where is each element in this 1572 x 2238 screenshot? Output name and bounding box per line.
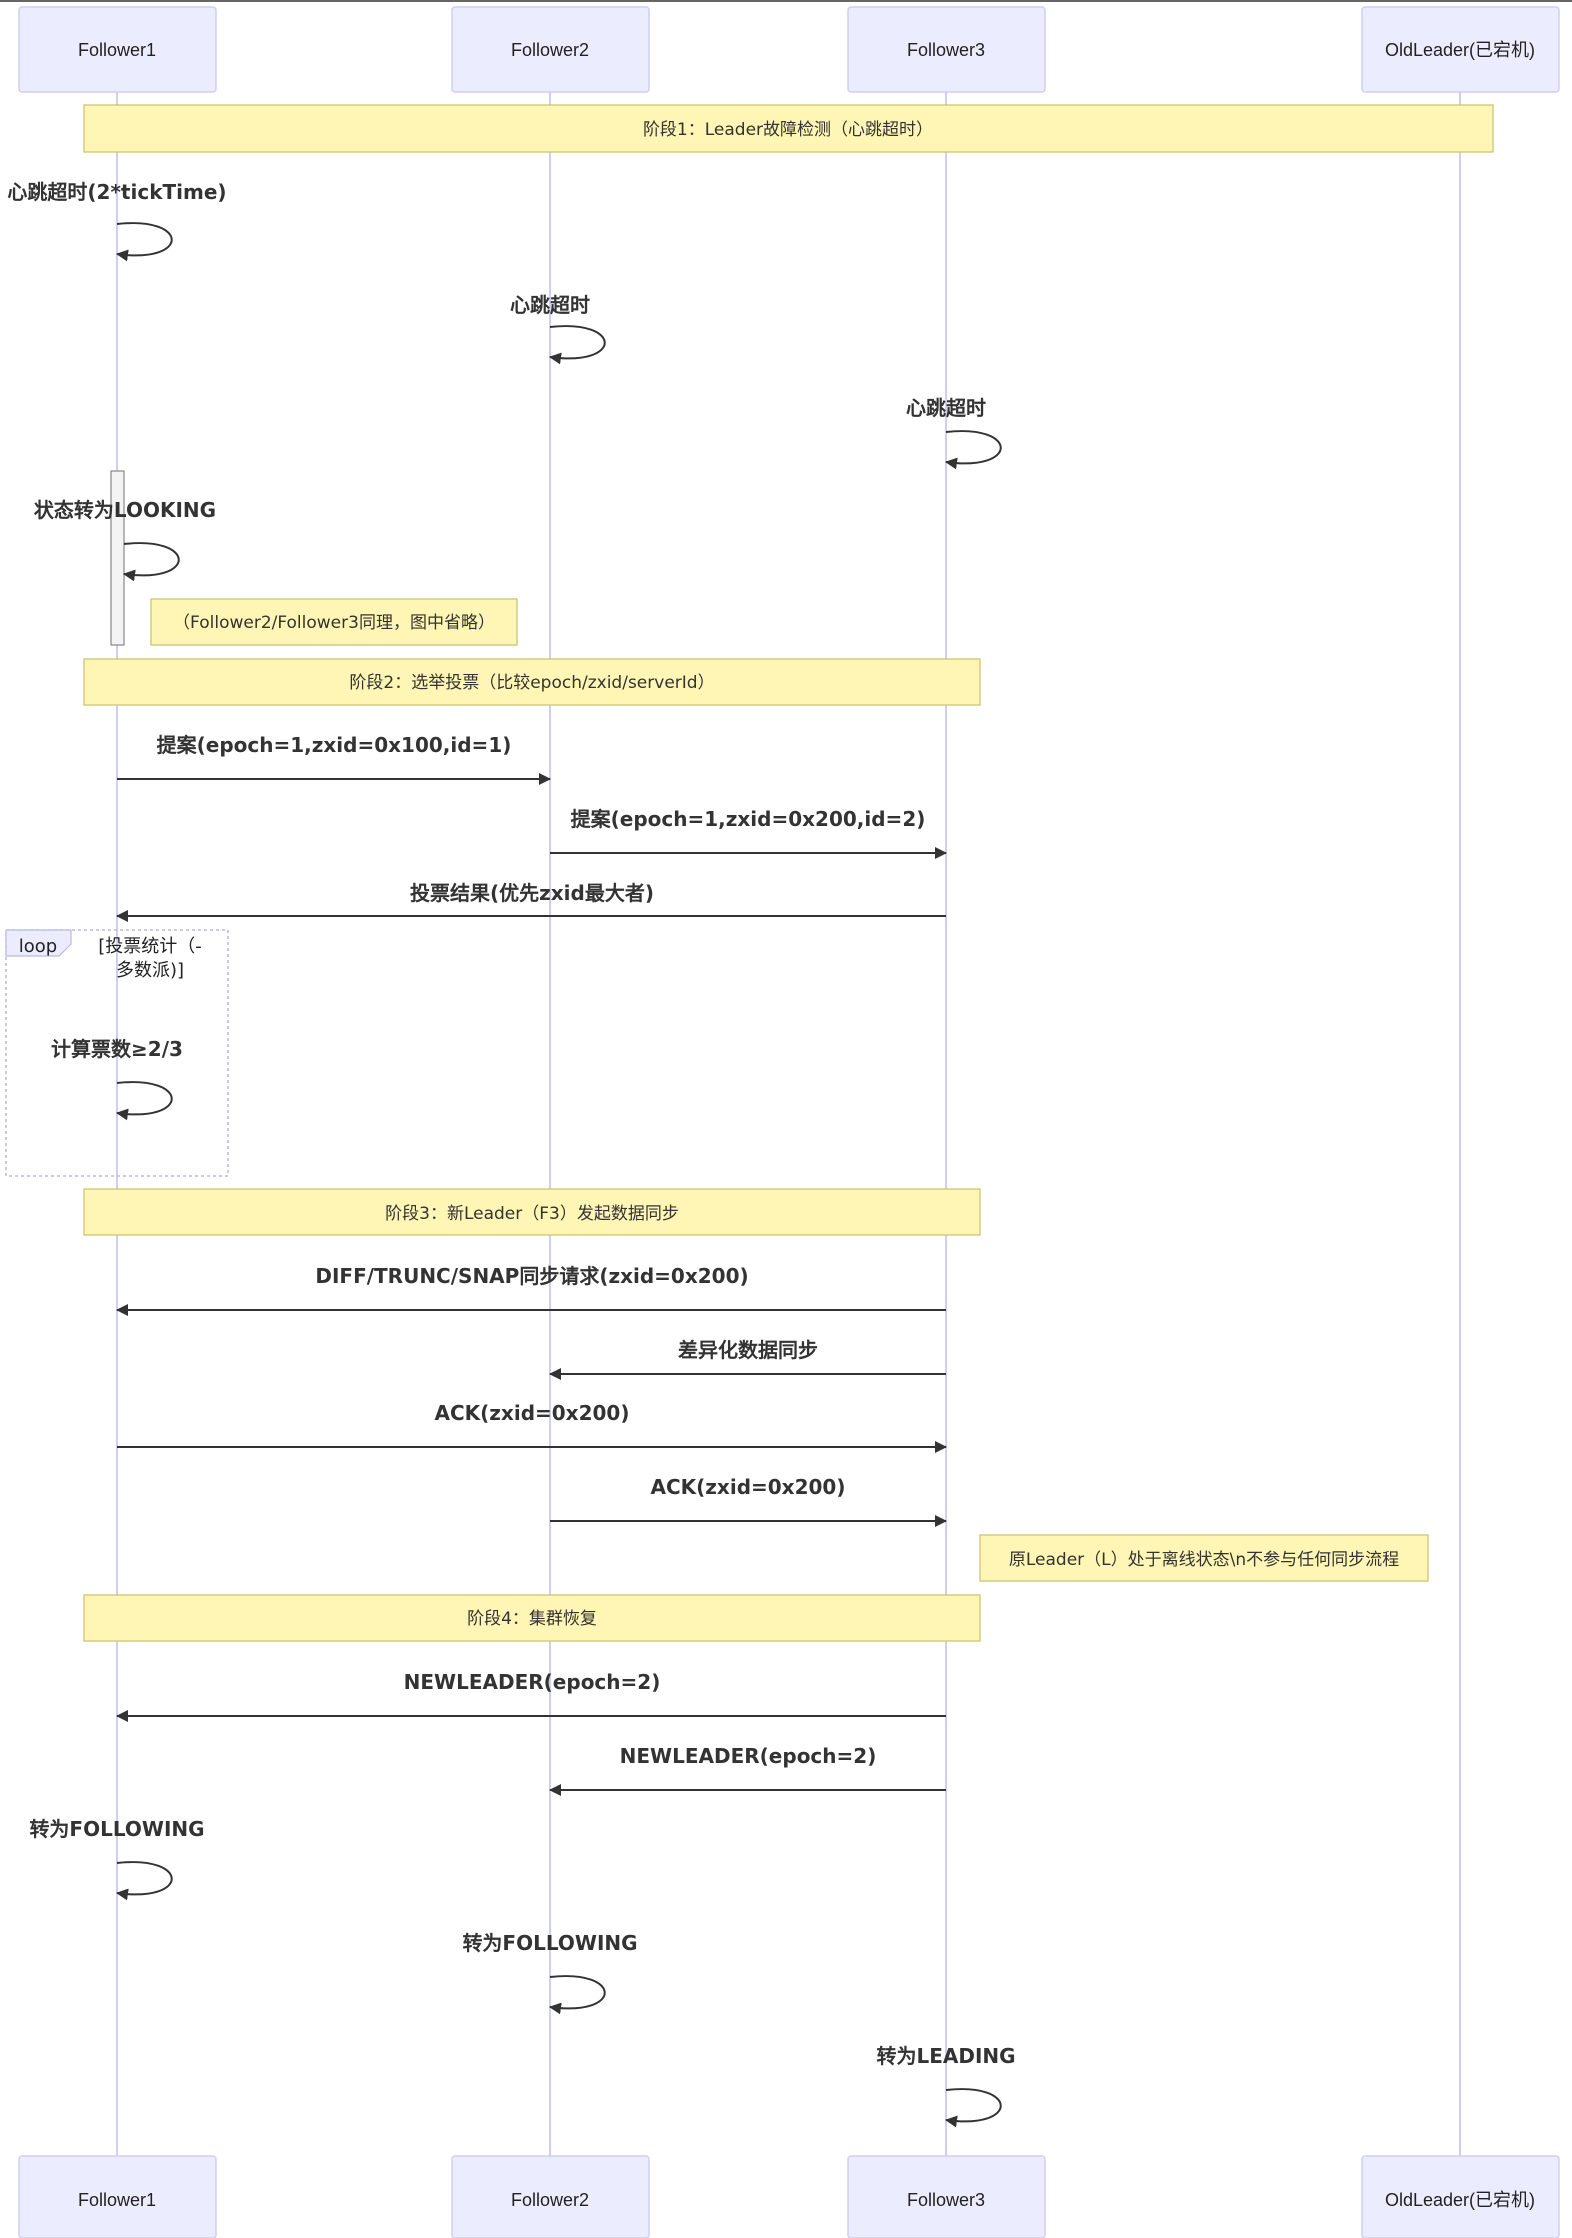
actor-label: Follower3 [907,2190,985,2210]
message-label: 计算票数≥2/3 [51,1037,183,1061]
actor-follower3-top: Follower3 [847,6,1046,93]
note-text: （Follower2/Follower3同理，图中省略） [173,613,495,633]
loop-condition-line2: 多数派)] [116,960,184,981]
message-f3-to-f2-newleader: NEWLEADER(epoch=2) [549,1744,946,1796]
message-label: ACK(zxid=0x200) [435,1401,630,1425]
message-f1-to-f2-proposal: 提案(epoch=1,zxid=0x100,id=1) [117,733,551,785]
message-label: 提案(epoch=1,zxid=0x100,id=1) [157,733,512,757]
loop-block: loop [投票统计（- 多数派)] [5,929,229,1177]
message-label: NEWLEADER(epoch=2) [620,1744,877,1768]
message-label: 转为FOLLOWING [462,1931,637,1955]
message-self-f1-heartbeat: 心跳超时(2*tickTime) [7,180,227,262]
note-phase4: 阶段4：集群恢复 [83,1594,981,1642]
message-self-f3-leading: 转为LEADING [876,2044,1016,2128]
loop-condition-line1: [投票统计（- [98,936,202,957]
loop-tab [5,929,72,957]
message-label: 差异化数据同步 [678,1338,818,1362]
message-f1-to-f3-ack: ACK(zxid=0x200) [117,1401,947,1453]
actor-follower3-bottom: Follower3 [847,2155,1046,2238]
note-oldleader-offline: 原Leader（L）处于离线状态\n不参与任何同步流程 [979,1534,1429,1582]
message-f3-to-f2-diff-sync: 差异化数据同步 [549,1338,946,1380]
self-arrow [116,1861,173,1901]
message-self-f1-looking: 状态转为LOOKING [34,498,216,582]
actor-follower1-bottom: Follower1 [18,2155,217,2238]
message-label: ACK(zxid=0x200) [651,1475,846,1499]
note-phase3: 阶段3：新Leader（F3）发起数据同步 [83,1188,981,1236]
note-text: 阶段3：新Leader（F3）发起数据同步 [385,1204,679,1224]
actor-oldleader-top: OldLeader(已宕机) [1361,6,1560,93]
actor-follower1-top: Follower1 [18,6,217,93]
message-f2-to-f3-ack: ACK(zxid=0x200) [550,1475,947,1527]
note-text: 阶段4：集群恢复 [467,1609,597,1629]
message-label: 投票结果(优先zxid最大者) [410,881,654,905]
message-f3-to-f1-vote-result: 投票结果(优先zxid最大者) [116,881,946,922]
self-arrow [123,542,180,582]
message-f3-to-f1-newleader: NEWLEADER(epoch=2) [116,1670,946,1722]
self-arrow [549,325,606,365]
self-arrow [549,1975,606,2015]
message-self-f3-heartbeat: 心跳超时 [906,396,1002,470]
message-self-f2-following: 转为FOLLOWING [462,1931,638,2015]
self-arrow [116,222,173,262]
message-label: 心跳超时 [510,293,590,317]
message-label: 心跳超时 [906,396,986,420]
message-label: 提案(epoch=1,zxid=0x200,id=2) [571,807,926,831]
note-text: 原Leader（L）处于离线状态\n不参与任何同步流程 [1009,1550,1399,1570]
actor-follower2-bottom: Follower2 [451,2155,650,2238]
note-phase2: 阶段2：选举投票（比较epoch/zxid/serverId） [83,658,981,706]
message-label: 转为LEADING [876,2044,1015,2068]
note-text: 阶段2：选举投票（比较epoch/zxid/serverId） [349,673,714,693]
message-self-f1-following: 转为FOLLOWING [29,1817,205,1901]
actor-label: OldLeader(已宕机) [1385,40,1535,60]
actor-follower2-top: Follower2 [451,6,650,93]
activation-bar-follower1 [110,470,125,646]
note-f2-f3-same: （Follower2/Follower3同理，图中省略） [150,598,518,646]
self-arrow [945,2088,1002,2128]
message-label: 转为FOLLOWING [29,1817,204,1841]
self-arrow [116,1081,173,1121]
actor-oldleader-bottom: OldLeader(已宕机) [1361,2155,1560,2238]
note-text: 阶段1：Leader故障检测（心跳超时） [643,120,933,140]
message-label: NEWLEADER(epoch=2) [404,1670,661,1694]
actor-label: Follower1 [78,40,156,60]
actor-label: OldLeader(已宕机) [1385,2190,1535,2210]
self-arrow [945,430,1002,470]
loop-label: loop [19,936,57,957]
message-label: 心跳超时(2*tickTime) [7,180,226,204]
message-self-f2-heartbeat: 心跳超时 [510,293,606,365]
actor-label: Follower2 [511,40,589,60]
message-label: DIFF/TRUNC/SNAP同步请求(zxid=0x200) [315,1264,748,1288]
note-phase1: 阶段1：Leader故障检测（心跳超时） [83,104,1494,153]
message-f2-to-f3-proposal: 提案(epoch=1,zxid=0x200,id=2) [550,807,947,859]
message-label: 状态转为LOOKING [34,498,216,522]
actor-label: Follower3 [907,40,985,60]
actor-label: Follower1 [78,2190,156,2210]
message-self-f1-count: 计算票数≥2/3 [51,1037,183,1121]
actor-label: Follower2 [511,2190,589,2210]
message-f3-to-f1-sync-request: DIFF/TRUNC/SNAP同步请求(zxid=0x200) [116,1264,946,1316]
